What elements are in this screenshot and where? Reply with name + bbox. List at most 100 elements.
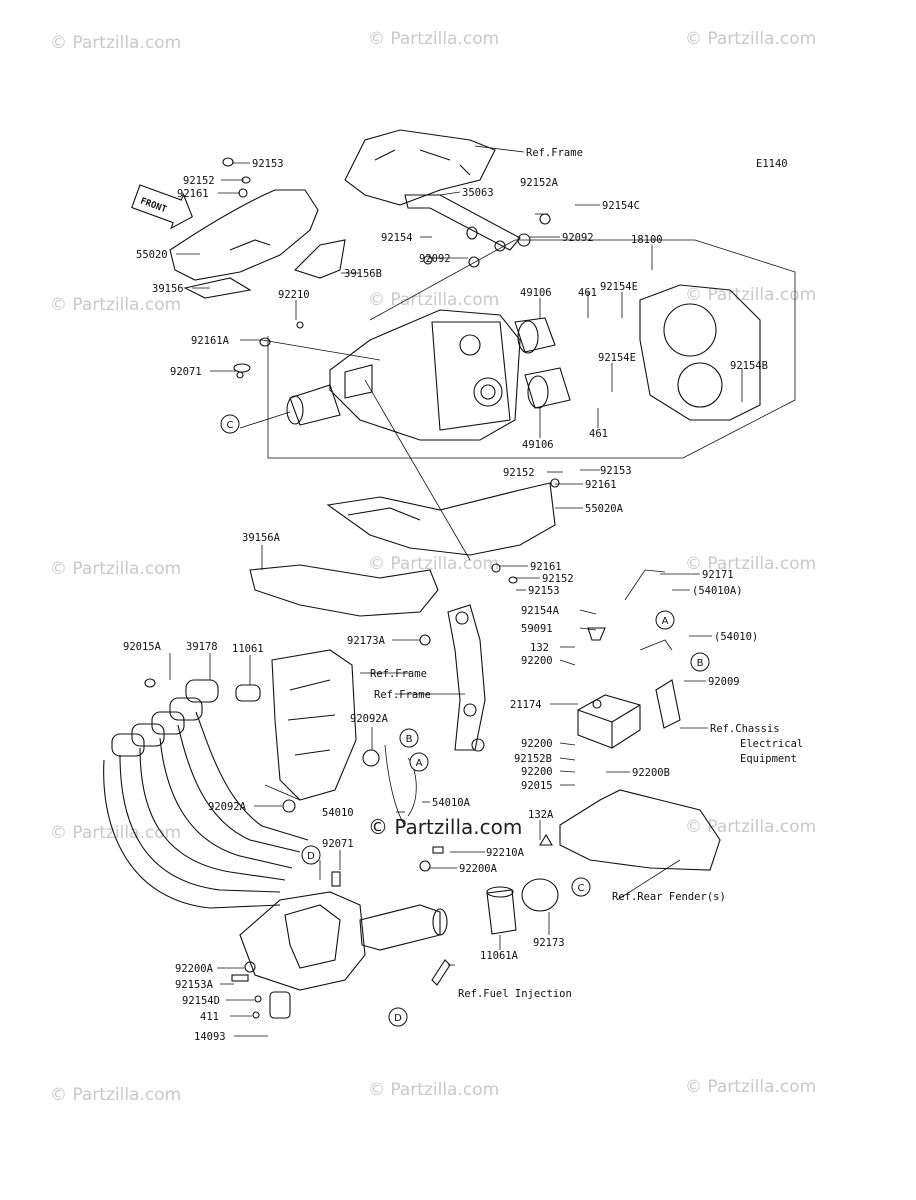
leader-lines [169,145,743,1037]
reference-labels: E1140 Ref.Frame Ref.Frame Ref.Frame Ref.… [370,147,803,1000]
part-label: 92071 [170,366,202,378]
svg-text:B: B [697,658,704,669]
part-label: 92015A [123,641,162,653]
part-label: 92092A [208,801,247,813]
part-label: 92210 [278,289,310,301]
callout-a-2: A [409,752,429,772]
watermark: © Partzilla.com [685,29,816,49]
part-label: 59091 [521,623,553,635]
watermark: © Partzilla.com [50,295,181,315]
part-label: 92009 [708,676,740,688]
part-label: 92154D [182,995,220,1007]
part-label: 14093 [194,1031,226,1043]
callout-d-1: D [301,845,321,865]
part-label: 411 [200,1011,219,1023]
part-label: 92161 [530,561,562,573]
callout-c-1: C [220,414,240,434]
callout-b-1: B [690,652,710,672]
part-label: 92154E [600,281,638,293]
part-label: 55020A [585,503,624,515]
part-label: 132A [528,809,554,821]
part-label: 92161 [177,188,209,200]
part-label: 92071 [322,838,354,850]
ref-frame-label: Ref.Frame [370,668,427,680]
watermark: © Partzilla.com [685,817,816,837]
part-label: 92200 [521,766,553,778]
diagram-code: E1140 [756,158,788,170]
part-label: 92154E [598,352,636,364]
part-label: 54010A [432,797,471,809]
part-label: 11061A [480,950,519,962]
watermark: © Partzilla.com [368,290,499,310]
watermark: © Partzilla.com [368,1080,499,1100]
svg-text:C: C [578,883,585,894]
part-label: 39156 [152,283,184,295]
ref-frame-label: Ref.Frame [374,689,431,701]
part-label: 49106 [520,287,552,299]
part-label: 92200B [632,767,670,779]
part-number-labels: 92153 92152 92161 55020 39156 39156B 350… [123,158,768,1043]
part-label: 55020 [136,249,168,261]
part-label: 11061 [232,643,264,655]
part-label: (54010A) [692,585,743,597]
part-label: 92171 [702,569,734,581]
part-label: 92200A [459,863,498,875]
part-label: 92210A [486,847,525,859]
gasket-icon [111,678,261,757]
part-label: 92161 [585,479,617,491]
svg-text:D: D [394,1013,402,1024]
part-label: 49106 [522,439,554,451]
watermark: © Partzilla.com [685,554,816,574]
part-label: 92092 [419,253,451,265]
watermark: © Partzilla.com [368,29,499,49]
front-arrow-icon: FRONT [131,184,193,230]
watermark: © Partzilla.com [50,33,181,53]
part-label: 92152 [542,573,574,585]
part-label: 132 [530,642,549,654]
svg-text:A: A [662,616,669,627]
watermark: © Partzilla.com [368,554,499,574]
callout-c-2: C [571,877,591,897]
callout-d-2: D [388,1007,408,1027]
watermark-center: © Partzilla.com [368,815,522,839]
part-label: 35063 [462,187,494,199]
ref-frame-label: Ref.Frame [526,147,583,159]
part-label: 92200 [521,738,553,750]
watermark: © Partzilla.com [50,1085,181,1105]
part-label: 92154 [381,232,413,244]
ref-fuel-injection-label: Ref.Fuel Injection [458,988,572,1000]
part-label: 39178 [186,641,218,653]
callout-b-2: B [399,728,419,748]
part-label: 92153A [175,979,214,991]
part-label: 92153 [528,585,560,597]
part-label: 92152B [514,753,552,765]
part-label: 18100 [631,234,663,246]
svg-text:B: B [406,734,413,745]
part-label: 54010 [322,807,354,819]
svg-text:A: A [416,758,423,769]
part-label: (54010) [714,631,758,643]
part-label: 92154A [521,605,560,617]
ref-chassis-label: Ref.Chassis [710,723,780,735]
watermark: © Partzilla.com [50,559,181,579]
watermark: © Partzilla.com [685,285,816,305]
watermark: © Partzilla.com [50,823,181,843]
part-label: 92200A [175,963,214,975]
part-label: 39156B [344,268,382,280]
part-label: 92153 [600,465,632,477]
svg-text:C: C [227,420,234,431]
part-label: 92173A [347,635,386,647]
part-illustrations: FRONT [103,129,796,1019]
watermark: © Partzilla.com [685,1077,816,1097]
part-label: 461 [589,428,608,440]
part-label: 92152A [520,177,559,189]
part-label: 92152 [503,467,535,479]
part-label: 92153 [252,158,284,170]
callout-a-1: A [655,610,675,630]
part-label: 92154C [602,200,640,212]
part-label: 92152 [183,175,215,187]
part-label: 92092 [562,232,594,244]
watermarks: © Partzilla.com © Partzilla.com © Partzi… [50,29,816,1105]
